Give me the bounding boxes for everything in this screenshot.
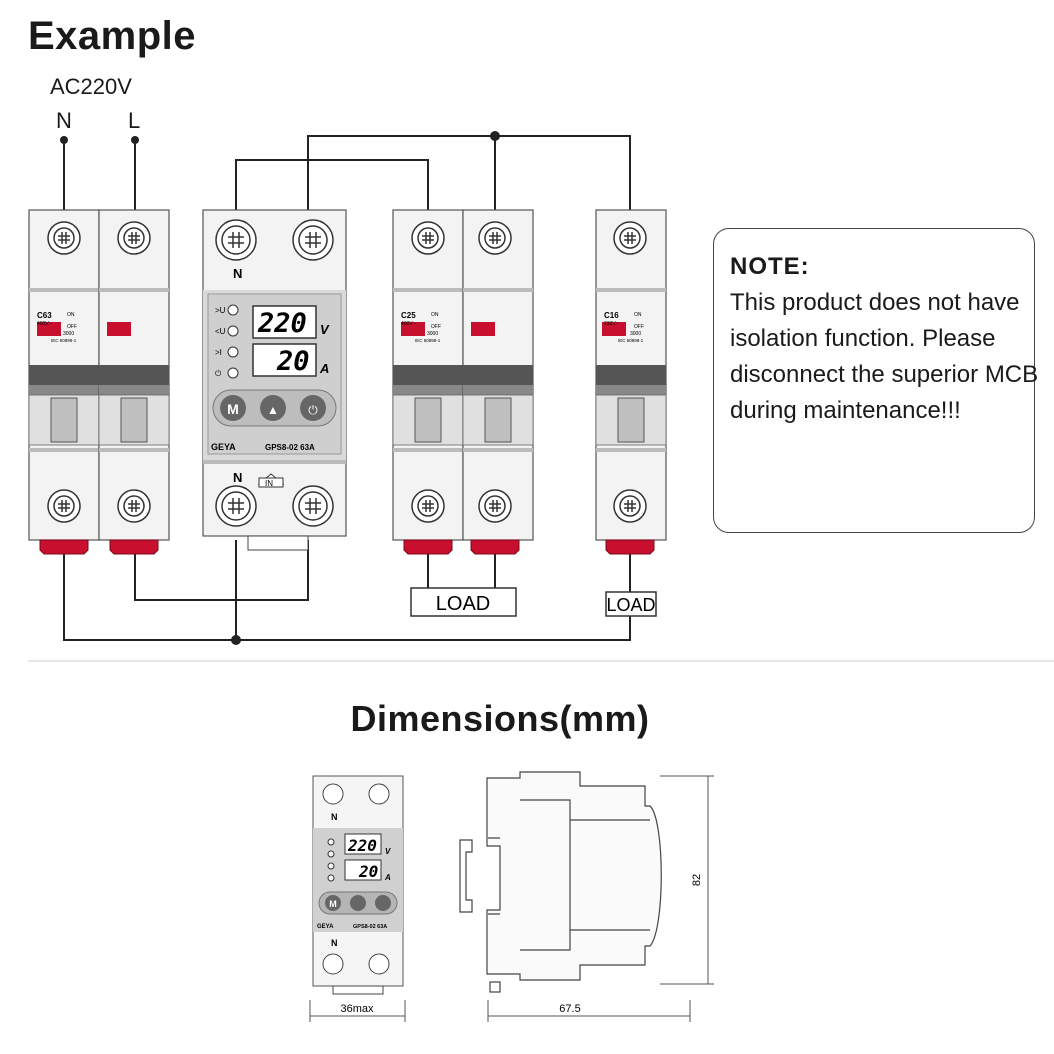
svg-text:LOAD: LOAD	[436, 593, 490, 615]
svg-text:LOAD: LOAD	[606, 595, 655, 615]
svg-text:<U: <U	[215, 327, 226, 336]
svg-text:A: A	[319, 361, 329, 376]
svg-text:220: 220	[347, 836, 377, 855]
svg-text:GPS8-02 63A: GPS8-02 63A	[265, 443, 315, 452]
mcb-rating: C25	[401, 311, 416, 320]
svg-text:N: N	[331, 938, 338, 948]
svg-text:V: V	[320, 322, 330, 337]
load-box-2: LOAD	[605, 591, 657, 617]
front-view: N 220 V 20 A M GEYA GPS8-02 63A N	[312, 775, 404, 995]
svg-text:IEC 60898-1: IEC 60898-1	[415, 338, 441, 343]
svg-text:3000: 3000	[427, 331, 438, 337]
svg-text:3000: 3000	[63, 331, 74, 337]
svg-text:N: N	[331, 812, 338, 822]
device-top-terminal: N	[233, 266, 242, 281]
svg-text:20: 20	[358, 862, 378, 881]
neutral-label: N	[56, 108, 72, 133]
svg-text:230V~: 230V~	[604, 321, 619, 327]
current-readout: 20	[276, 346, 310, 377]
load-box-1: LOAD	[410, 587, 517, 617]
mcb-c16: C16 230V~ ON OFF 3000 IEC 60898-1	[595, 209, 667, 555]
voltage-readout: 220	[257, 308, 307, 339]
dimension-drawing: N 220 V 20 A M GEYA GPS8-02 63A N 36max …	[309, 771, 714, 1022]
svg-text:OFF: OFF	[431, 324, 441, 330]
svg-text:IN: IN	[265, 479, 273, 488]
svg-text:GPS8-02 63A: GPS8-02 63A	[353, 924, 387, 930]
section-title-example: Example	[28, 14, 197, 58]
side-view	[459, 771, 662, 993]
svg-text:IEC 60898-1: IEC 60898-1	[51, 338, 77, 343]
width-dimension: 36max	[340, 1003, 374, 1015]
height-dimension: 82	[691, 874, 703, 886]
svg-text:OFF: OFF	[67, 324, 77, 330]
svg-text:400V~: 400V~	[401, 321, 416, 327]
brand-logo: GEYA	[211, 442, 236, 452]
section-title-dimensions: Dimensions(mm)	[350, 698, 650, 739]
svg-text:3000: 3000	[630, 331, 641, 337]
supply-voltage-label: AC220V	[50, 74, 132, 99]
svg-text:400V~: 400V~	[37, 321, 52, 327]
mcb-rating: C63	[37, 311, 52, 320]
svg-text:N: N	[233, 470, 242, 485]
mcb-c63: C63 400V~ ON OFF 3000 IEC 60898-1	[28, 209, 170, 555]
svg-text:ON: ON	[431, 312, 439, 318]
depth-dimension: 67.5	[559, 1003, 580, 1015]
svg-text:OFF: OFF	[634, 324, 644, 330]
note-box: NOTE: This product does not have isolati…	[713, 228, 1038, 533]
svg-text:M: M	[227, 401, 239, 417]
svg-text:ON: ON	[67, 312, 75, 318]
note-title: NOTE:	[730, 253, 810, 280]
wires	[63, 135, 631, 641]
svg-text:GEYA: GEYA	[317, 924, 334, 930]
note-body: This product does not have isolation fun…	[730, 289, 1039, 424]
section-divider	[28, 660, 1054, 662]
voltage-protector-device: N >U <U >I ⏻ 220 V 20 A M ▲ ⏻ GEYA GPS8-…	[202, 209, 347, 551]
svg-text:⏻: ⏻	[215, 369, 222, 378]
svg-text:>I: >I	[215, 348, 222, 357]
live-label: L	[128, 108, 141, 133]
svg-text:M: M	[329, 899, 337, 909]
svg-text:▲: ▲	[267, 403, 279, 417]
mcb-rating: C16	[604, 311, 619, 320]
svg-text:ON: ON	[634, 312, 642, 318]
svg-text:>U: >U	[215, 306, 226, 315]
wiring-diagram: C63 400V~ ON OFF 3000 IEC 60898-1 N >U <…	[28, 131, 667, 645]
svg-text:IEC 60898-1: IEC 60898-1	[618, 338, 644, 343]
svg-text:A: A	[384, 873, 391, 882]
svg-text:V: V	[385, 847, 391, 856]
svg-text:⏻: ⏻	[308, 403, 318, 417]
mcb-c25: C25 400V~ ON OFF 3000 IEC 60898-1	[392, 209, 534, 555]
